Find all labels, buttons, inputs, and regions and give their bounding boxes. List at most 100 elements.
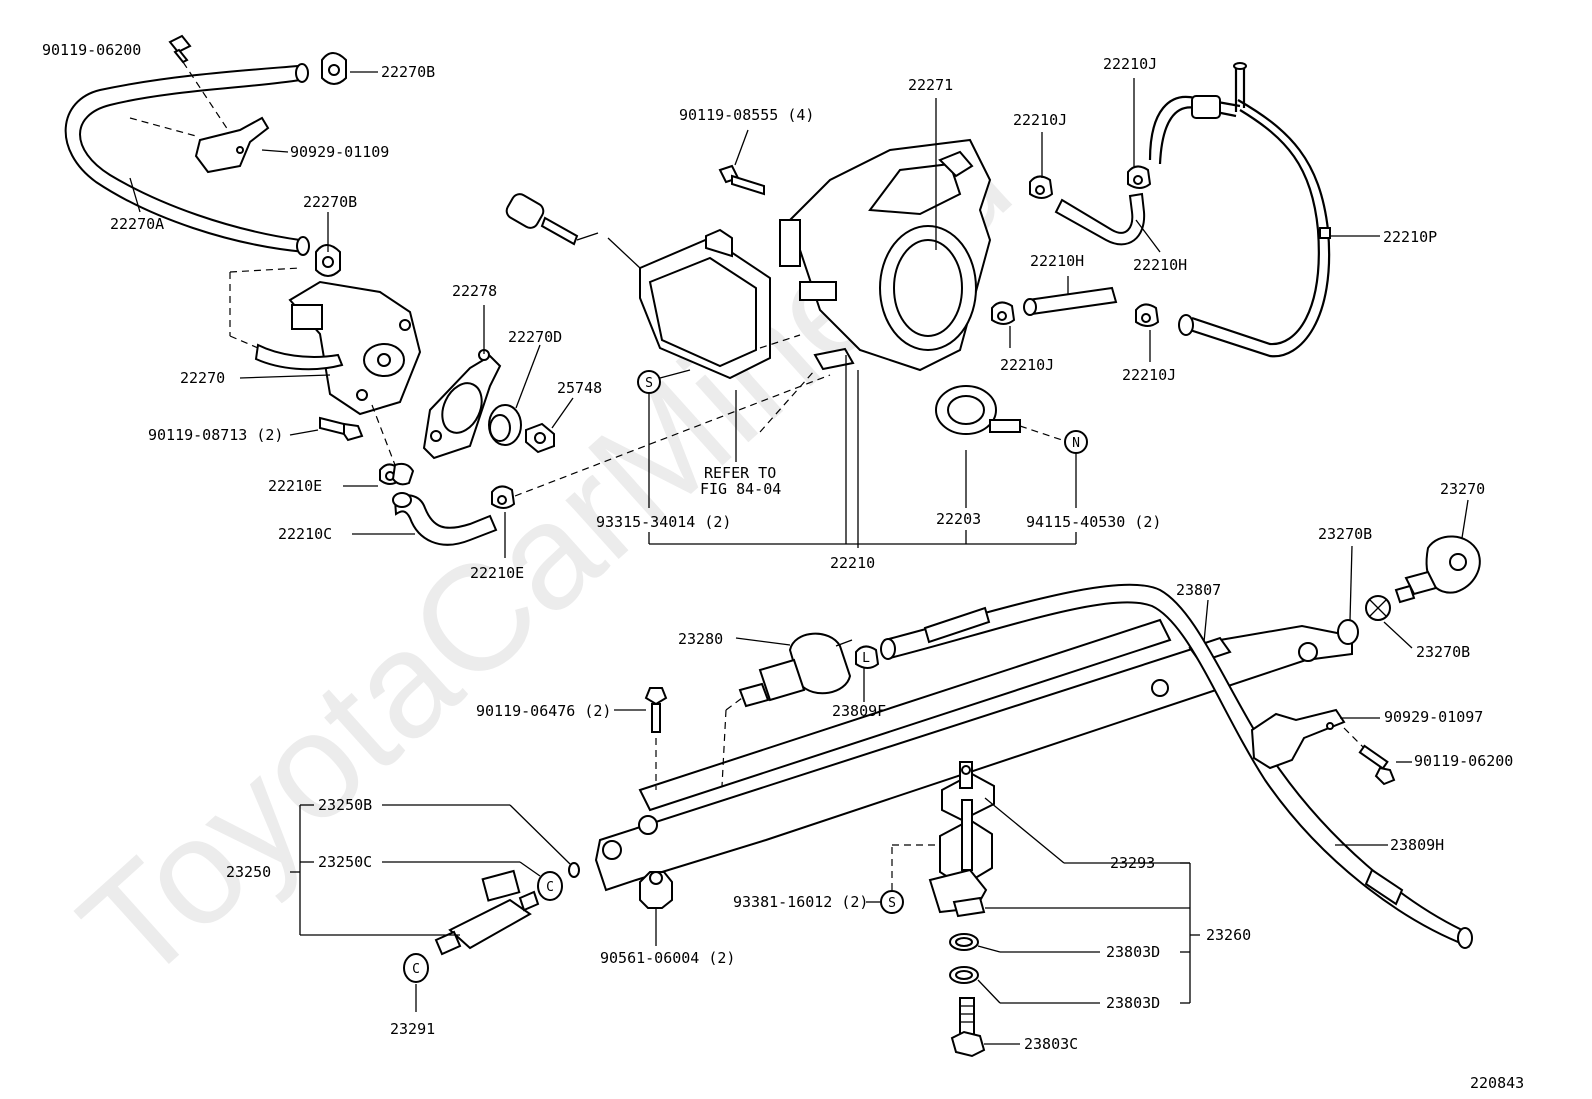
label-23280: 23280 (678, 630, 723, 648)
bracket-90929-01109 (194, 116, 270, 174)
label-23250C: 23250C (318, 853, 372, 871)
label-22270B-mid: 22270B (303, 193, 357, 211)
cap-23291: C (403, 953, 429, 983)
pipe-22210P (1148, 62, 1331, 358)
label-23250: 23250 (226, 863, 271, 881)
label-23270: 23270 (1440, 480, 1485, 498)
label-22203: 22203 (936, 510, 981, 528)
valve-22270 (254, 280, 422, 416)
symbol-s-bottom: S (880, 890, 904, 914)
clamp-22210J-b (1127, 165, 1152, 189)
label-22278: 22278 (452, 282, 497, 300)
label-25748: 25748 (557, 379, 602, 397)
ring-22270D (488, 404, 522, 446)
label-93381-16012: 93381-16012 (2) (733, 893, 868, 911)
label-refer-1: REFER TO (704, 464, 776, 482)
label-22210J-upper-left: 22210J (1013, 111, 1067, 129)
clamp-22210E-right (491, 485, 516, 509)
washer-23803D-b (949, 966, 979, 984)
label-22270D: 22270D (508, 328, 562, 346)
hose-22270A (64, 63, 310, 256)
label-23291: 23291 (390, 1020, 435, 1038)
label-22210H-lower: 22210H (1030, 252, 1084, 270)
union-bolt-23803C (950, 997, 986, 1058)
figure-id: 220843 (1470, 1074, 1524, 1092)
clamp-22270B-mid (315, 244, 341, 277)
sensor-left (505, 193, 599, 246)
label-23809F: 23809F (832, 702, 886, 720)
label-90119-08713: 90119-08713 (2) (148, 426, 283, 444)
label-23260: 23260 (1206, 926, 1251, 944)
bracket-90929-01097 (1250, 708, 1346, 770)
symbol-s-top: S (637, 370, 661, 394)
o-ring-23270B-b (1365, 595, 1391, 621)
label-23250B: 23250B (318, 796, 372, 814)
svg-text:S: S (645, 376, 653, 391)
label-23807: 23807 (1176, 581, 1221, 599)
label-93315-34014: 93315-34014 (2) (596, 513, 731, 531)
bracket-23293 (941, 761, 995, 822)
svg-text:L: L (862, 651, 870, 666)
bolt-90119-06476 (644, 687, 668, 733)
label-90119-06200-right: 90119-06200 (1414, 752, 1513, 770)
symbol-n: N (1064, 430, 1088, 454)
throttle-body-22271 (779, 138, 992, 372)
label-22210E-left: 22210E (268, 477, 322, 495)
label-22210C: 22210C (278, 525, 332, 543)
fuel-hose-23809H (880, 583, 1473, 949)
sensor-22203 (935, 385, 1021, 435)
svg-text:S: S (888, 896, 896, 911)
clamp-22210J-c (991, 301, 1016, 325)
label-23293: 23293 (1110, 854, 1155, 872)
gasket-22278 (422, 349, 502, 460)
label-23803C: 23803C (1024, 1035, 1078, 1053)
label-90119-06200-top: 90119-06200 (42, 41, 141, 59)
hose-22210H-upper (1054, 192, 1146, 246)
valve-23280 (738, 632, 853, 708)
label-23803D-b: 23803D (1106, 994, 1160, 1012)
cap-23250C: C (537, 871, 563, 901)
label-23270B-top: 23270B (1318, 525, 1372, 543)
label-22210J-mid-right: 22210J (1122, 366, 1176, 384)
plug-25748 (525, 422, 555, 454)
bolt-90119-06200-top (168, 34, 192, 64)
pressure-regulator-23270 (1394, 535, 1481, 604)
o-ring-23270B-a (1337, 619, 1359, 645)
plug-90561-06004 (639, 871, 673, 909)
label-22270B-top: 22270B (381, 63, 435, 81)
label-90119-06476: 90119-06476 (2) (476, 702, 611, 720)
cover-box (639, 228, 771, 380)
damper-23260 (928, 799, 993, 918)
svg-text:C: C (546, 880, 554, 895)
clamp-22210E-left (379, 462, 415, 486)
clamp-22210J-d (1135, 303, 1160, 327)
label-90929-01109: 90929-01109 (290, 143, 389, 161)
washer-23803D-a (949, 933, 979, 951)
label-90561-06004: 90561-06004 (2) (600, 949, 735, 967)
label-23809H: 23809H (1390, 836, 1444, 854)
label-23270B-bottom: 23270B (1416, 643, 1470, 661)
label-22271: 22271 (908, 76, 953, 94)
label-22210J-mid-left: 22210J (1000, 356, 1054, 374)
clamp-22270B-top (321, 52, 347, 85)
label-22210P: 22210P (1383, 228, 1437, 246)
label-94115-40530: 94115-40530 (2) (1026, 513, 1161, 531)
o-ring-23250B (568, 862, 580, 878)
label-23803D-a: 23803D (1106, 943, 1160, 961)
hose-22210H-lower (1023, 286, 1118, 316)
label-22210J-top: 22210J (1103, 55, 1157, 73)
injector-23250 (434, 869, 540, 956)
svg-text:N: N (1072, 436, 1080, 451)
label-22210H-upper: 22210H (1133, 256, 1187, 274)
bolt-90119-06200-right (1358, 744, 1396, 786)
bolt-90119-08555 (718, 164, 765, 196)
clamp-22210J-a (1029, 175, 1054, 199)
hose-22210C (392, 492, 498, 546)
label-22270A: 22270A (110, 215, 164, 233)
bolt-90119-08713 (319, 416, 364, 442)
label-refer-2: FIG 84-04 (700, 480, 781, 498)
label-90119-08555: 90119-08555 (4) (679, 106, 814, 124)
svg-text:C: C (412, 962, 420, 977)
